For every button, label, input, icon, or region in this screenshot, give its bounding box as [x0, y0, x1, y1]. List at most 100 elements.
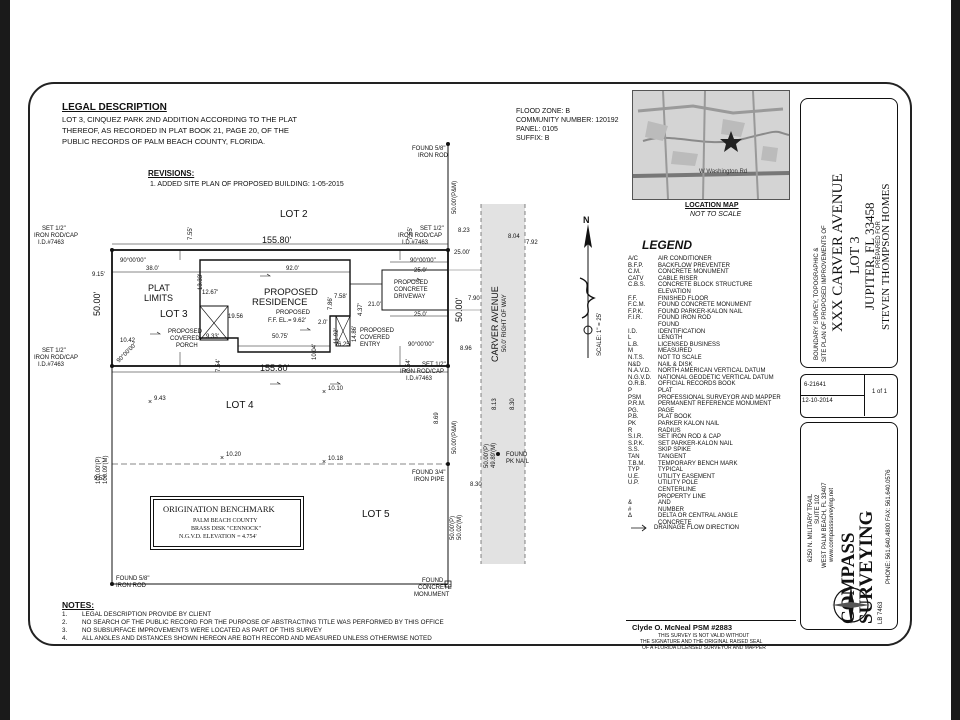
legend-item: &AND — [628, 500, 671, 506]
location-map-caption: LOCATION MAP — [685, 202, 739, 209]
street-row-width: 50.0' RIGHT OF WAY — [502, 294, 508, 352]
plat-drawing: × × × × — [110, 142, 526, 588]
drainage-arrows — [150, 273, 421, 385]
legend-item: N.G.V.D.NATIONAL GEODETIC VERTICAL DATUM — [628, 375, 774, 381]
north-label: N — [583, 215, 590, 225]
rw-low-2: 49.89'(M) — [491, 442, 497, 468]
legend-abbr: PG. — [628, 407, 639, 414]
residence-ffel: F.F. EL.= 9.62' — [268, 318, 307, 324]
legend-abbr: PSM — [628, 394, 642, 401]
signature-line-2: THE SIGNATURE AND THE ORIGINAL RAISED SE… — [640, 639, 763, 645]
legend-item: PROPERTY LINE — [628, 494, 706, 500]
porch-label-3: PORCH — [176, 343, 198, 349]
legend-abbr: L — [628, 335, 632, 342]
rw-bot-1: 50.00'(P) — [450, 515, 456, 540]
lot3-label: LOT 3 — [160, 309, 188, 320]
legend-item: PG.PAGE — [628, 408, 674, 414]
covered-porch — [199, 305, 229, 341]
legend-item: L.B.LICENSED BUSINESS — [628, 342, 720, 348]
legend-item: F.I.R.FOUND IRON ROD — [628, 315, 711, 321]
revisions-heading: REVISIONS: — [148, 169, 195, 178]
signature-name: Clyde O. McNeal PSM #2883 — [632, 623, 733, 632]
note-1-text: LEGAL DESCRIPTION PROVIDE BY CLIENT — [82, 611, 212, 618]
legend-desc: LICENSED BUSINESS — [658, 341, 721, 348]
legend-abbr: # — [628, 506, 632, 513]
legend-item: R RADIUS — [628, 428, 681, 434]
angle-nw: 90°00'00" — [120, 258, 146, 264]
dim-792: 7.92 — [526, 240, 538, 246]
legend-desc: UTILITY POLE — [658, 480, 698, 487]
entry-label-2: COVERED — [360, 335, 390, 341]
firm-phone: PHONE: 561.640.4800 FAX: 561.640.0576 — [886, 469, 892, 584]
legend-desc: PERMANENT REFERENCE MONUMENT — [658, 401, 772, 408]
drainage-arrow-icon — [631, 524, 647, 532]
origination-benchmark: ORIGINATION BENCHMARK PALM BEACH COUNTY … — [150, 496, 304, 550]
dim-758: 7.58' — [334, 294, 347, 300]
dim-1267: 12.67' — [202, 290, 219, 296]
legal-line-1: LOT 3, CINQUEZ PARK 2ND ADDITION ACCORDI… — [62, 115, 298, 124]
legend-abbr: R — [628, 427, 633, 434]
legend-item: S.S.SKIP SPIKE — [628, 447, 691, 453]
plat-limits-1: PLAT — [148, 283, 170, 293]
svg-text:×: × — [148, 399, 152, 406]
dim-left: 50.00' — [92, 291, 102, 316]
legend-abbr: S.I.R. — [628, 434, 644, 441]
rw-left-1: 100.00'(P) — [96, 456, 102, 485]
legend-item: CENTERLINE — [628, 487, 696, 493]
legend-item: N.T.S.NOT TO SCALE — [628, 355, 702, 361]
legend-desc: NAIL & DISK — [658, 361, 693, 368]
dim-25c: 25.00' — [454, 250, 471, 256]
legend-abbr: P.R.M. — [628, 401, 646, 408]
legend-desc: NUMBER — [658, 506, 685, 513]
dim-1020: 10.20 — [226, 452, 242, 458]
dim-right: 50.00' — [454, 297, 464, 322]
legend-desc: DELTA OR CENTRAL ANGLE — [658, 513, 738, 520]
legend-desc: SET IRON ROD & CAP — [658, 434, 721, 441]
legend-abbr: O.R.B. — [628, 381, 647, 388]
svg-text:×: × — [322, 459, 326, 466]
legend-desc: TANGENT — [658, 454, 687, 460]
dim-786: 7.86' — [328, 297, 334, 310]
legend-item: U.E.UTILITY EASEMENT — [628, 474, 715, 480]
location-map-scale: NOT TO SCALE — [690, 211, 742, 218]
dim-933: 9.33' — [206, 334, 219, 340]
legend-desc: RADIUS — [658, 427, 681, 434]
suffix: SUFFIX: B — [516, 135, 550, 142]
rw-left-2: 100.09'(M) — [103, 455, 109, 485]
benchmark-line-3: N.G.V.D. ELEVATION = 4.754' — [179, 534, 257, 540]
found-pk-1: FOUND — [506, 452, 528, 458]
dim-92: 92.0' — [286, 266, 299, 272]
survey-sheet: LEGAL DESCRIPTION LOT 3, CINQUEZ PARK 2N… — [28, 82, 912, 651]
dim-1486: 14.86' — [352, 325, 358, 342]
set-ne-2: IRON ROD/CAP — [398, 233, 443, 239]
benchmark-line-2: BRASS DISK "CENNOCK" — [191, 526, 261, 532]
legend-abbr: M — [628, 348, 633, 355]
dim-1333: 13.33' — [198, 273, 204, 290]
dim-915: 9.15' — [92, 272, 105, 278]
dim-804: 8.04 — [508, 234, 520, 240]
legend-abbr: N&D — [628, 361, 641, 368]
legal-line-2: THEREOF, AS RECORDED IN PLAT BOOK 21, PA… — [62, 126, 289, 135]
legal-line-3: PUBLIC RECORDS OF PALM BEACH COUNTY, FLO… — [62, 137, 266, 146]
legend-abbr: F.F. — [628, 295, 638, 302]
compass-logo-icon — [832, 586, 870, 624]
found-bot-2: IRON ROD — [116, 583, 146, 589]
signature-line-1: THIS SURVEY IS NOT VALID WITHOUT — [658, 633, 750, 639]
entry-label-3: ENTRY — [360, 342, 381, 348]
legend-item: F.F. FINISHED FLOOR — [628, 296, 708, 302]
dim-437: 4.37' — [358, 303, 364, 316]
legend-desc: FINISHED FLOOR — [658, 295, 709, 302]
legend-desc: LENGTH — [658, 335, 683, 342]
legend-item: F.P.K.FOUND PARKER-KALON NAIL — [628, 309, 743, 315]
firm-address-2: SUITE 102 — [815, 494, 821, 524]
legend-abbr: I.D. — [628, 328, 638, 335]
entry-label-1: PROPOSED — [360, 328, 395, 334]
street-name-1: CARVER AVENUE — [490, 286, 500, 362]
legend-desc: FOUND IRON ROD — [658, 315, 711, 322]
residence-label-1: PROPOSED — [264, 287, 318, 298]
legend-heading: LEGEND — [642, 238, 693, 252]
